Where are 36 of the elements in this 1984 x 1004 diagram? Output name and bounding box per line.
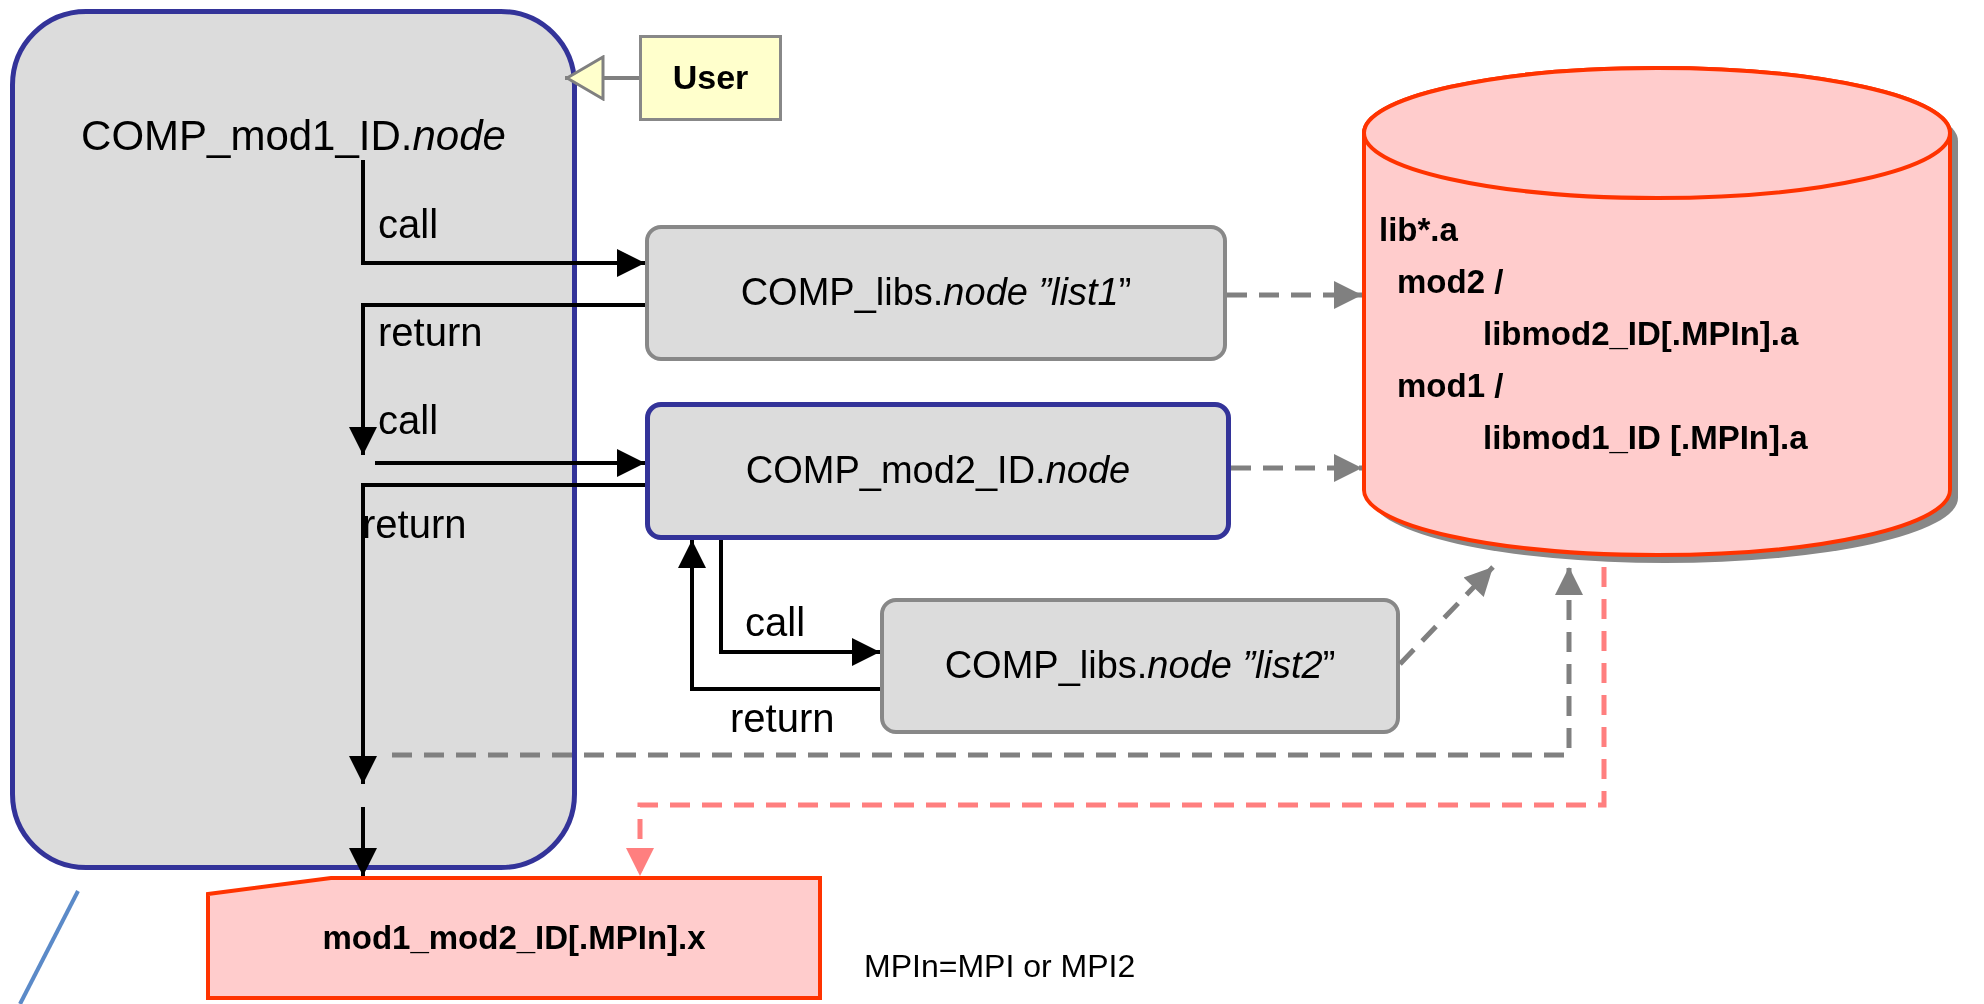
node-title: COMP_mod1_ID.node xyxy=(81,112,506,161)
process-box xyxy=(10,9,577,870)
file-path-text: mod1 / xyxy=(1397,366,1504,406)
file-path-text: mod2 / xyxy=(1397,262,1504,302)
node-title: COMP_libs.node ”list2” xyxy=(944,644,1336,688)
node-title: User xyxy=(672,58,749,98)
arrow xyxy=(349,807,377,876)
process-box xyxy=(645,402,1231,540)
arrow xyxy=(1398,565,1495,666)
file-path-text: lib*.a xyxy=(1379,210,1458,250)
arrow xyxy=(1227,281,1362,309)
arrow xyxy=(361,160,645,277)
edge-label: call xyxy=(378,398,439,443)
arrow xyxy=(565,55,639,101)
library-box xyxy=(880,598,1400,734)
edge-label: return xyxy=(378,310,483,355)
arrow xyxy=(1231,454,1362,482)
arrow xyxy=(375,449,645,477)
edge-label: return xyxy=(362,502,467,547)
node-title: COMP_mod2_ID.node xyxy=(745,449,1131,493)
file-path-text: libmod2_ID[.MPIn].a xyxy=(1483,314,1799,354)
arrow xyxy=(719,540,880,666)
arrow xyxy=(392,567,1583,758)
edge-label: call xyxy=(745,600,806,645)
file-name-text: mod1_mod2_ID[.MPIn].x xyxy=(322,919,706,957)
node-title: COMP_libs.node ”list1” xyxy=(740,271,1132,315)
file-path-text: libmod1_ID [.MPIn].a xyxy=(1483,418,1808,458)
arrow xyxy=(349,483,645,784)
arrow xyxy=(626,567,1607,876)
edge-label: return xyxy=(730,696,835,741)
note-text: MPIn=MPI or MPI2 xyxy=(864,948,1136,985)
library-box xyxy=(645,225,1227,361)
edge-label: call xyxy=(378,202,439,247)
arrow xyxy=(678,540,880,691)
arrow xyxy=(349,303,645,455)
actor-box xyxy=(639,35,782,121)
